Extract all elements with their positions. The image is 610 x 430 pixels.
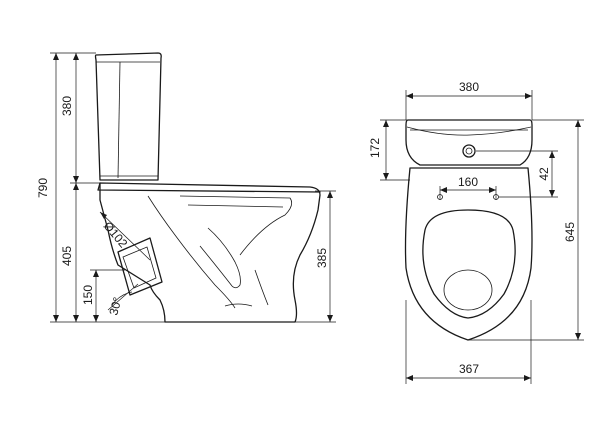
flush-hole-inner bbox=[465, 147, 473, 155]
dimension-outlet-angle: 30° bbox=[106, 283, 139, 317]
dimension-outlet-height: 385 bbox=[295, 190, 336, 323]
total-height-label: 790 bbox=[36, 178, 50, 198]
outlet-angle-label: 30° bbox=[106, 295, 124, 316]
tank-top-outline bbox=[405, 119, 533, 166]
dimension-hole-offset: 42 bbox=[476, 150, 558, 198]
dimension-fixing-spacing: 160 bbox=[439, 175, 497, 200]
tank-depth-label: 172 bbox=[368, 138, 382, 158]
dimension-bowl-width: 367 bbox=[405, 300, 532, 384]
flush-hole bbox=[462, 144, 476, 158]
bowl-side-outline bbox=[97, 182, 321, 323]
top-view: 380 172 160 42 bbox=[368, 80, 584, 384]
side-view: 790 380 405 150 Ø102 bbox=[36, 52, 336, 323]
outlet-offset-label: 150 bbox=[81, 285, 95, 305]
dimension-tank-width: 380 bbox=[405, 80, 533, 120]
tank-height-label: 380 bbox=[60, 96, 74, 116]
dimension-tank-height: 380 bbox=[60, 53, 100, 184]
outlet-side-outline bbox=[117, 237, 163, 296]
dimension-total-depth: 645 bbox=[468, 119, 584, 341]
bowl-drain bbox=[443, 269, 493, 311]
bowl-top-outline bbox=[404, 167, 533, 341]
dimension-total-height: 790 bbox=[36, 52, 165, 323]
dimension-bowl-height: 405 bbox=[60, 183, 79, 322]
dimension-outlet-offset: 150 bbox=[81, 269, 125, 322]
bowl-height-label: 405 bbox=[60, 246, 74, 266]
outlet-diameter-label: Ø102 bbox=[101, 219, 131, 251]
outlet-height-label: 385 bbox=[315, 248, 329, 268]
hole-offset-label: 42 bbox=[537, 167, 551, 181]
dimension-tank-depth: 172 bbox=[368, 119, 410, 181]
total-depth-label: 645 bbox=[563, 222, 577, 242]
bowl-width-label: 367 bbox=[459, 362, 479, 376]
tank-side-outline bbox=[94, 52, 162, 181]
tank-width-label: 380 bbox=[459, 80, 479, 94]
fixing-spacing-label: 160 bbox=[458, 175, 478, 189]
dimension-outlet-diameter: Ø102 bbox=[99, 211, 151, 261]
